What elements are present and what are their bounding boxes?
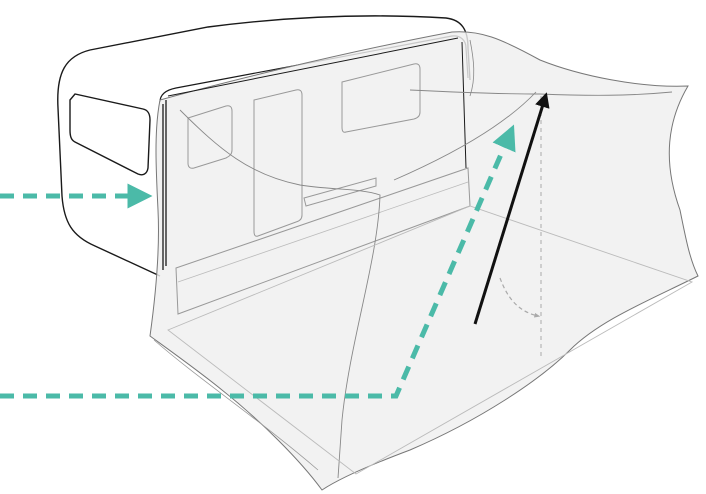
floor-plane-edge: [153, 339, 319, 471]
device-side-window: [69, 93, 151, 176]
bottom-path-arrow: [0, 124, 516, 399]
rotation-arrow: [499, 277, 541, 318]
sheet-crease-2: [393, 91, 537, 181]
sheet-crease-4: [469, 39, 475, 97]
sheet-crease-1: [179, 109, 381, 479]
panel-middle: [253, 89, 303, 237]
device-outline: [57, 15, 471, 277]
front-face-edge: [162, 100, 167, 270]
floor-plane: [167, 205, 694, 475]
lift-arrow: [473, 92, 550, 325]
panel-slot: [303, 177, 377, 207]
front-face-top: [167, 37, 467, 169]
cover-sheet: [149, 31, 699, 491]
lower-band-inner: [177, 181, 469, 283]
panel-top-right: [341, 63, 421, 133]
cover-sheet-shape: [149, 31, 699, 491]
